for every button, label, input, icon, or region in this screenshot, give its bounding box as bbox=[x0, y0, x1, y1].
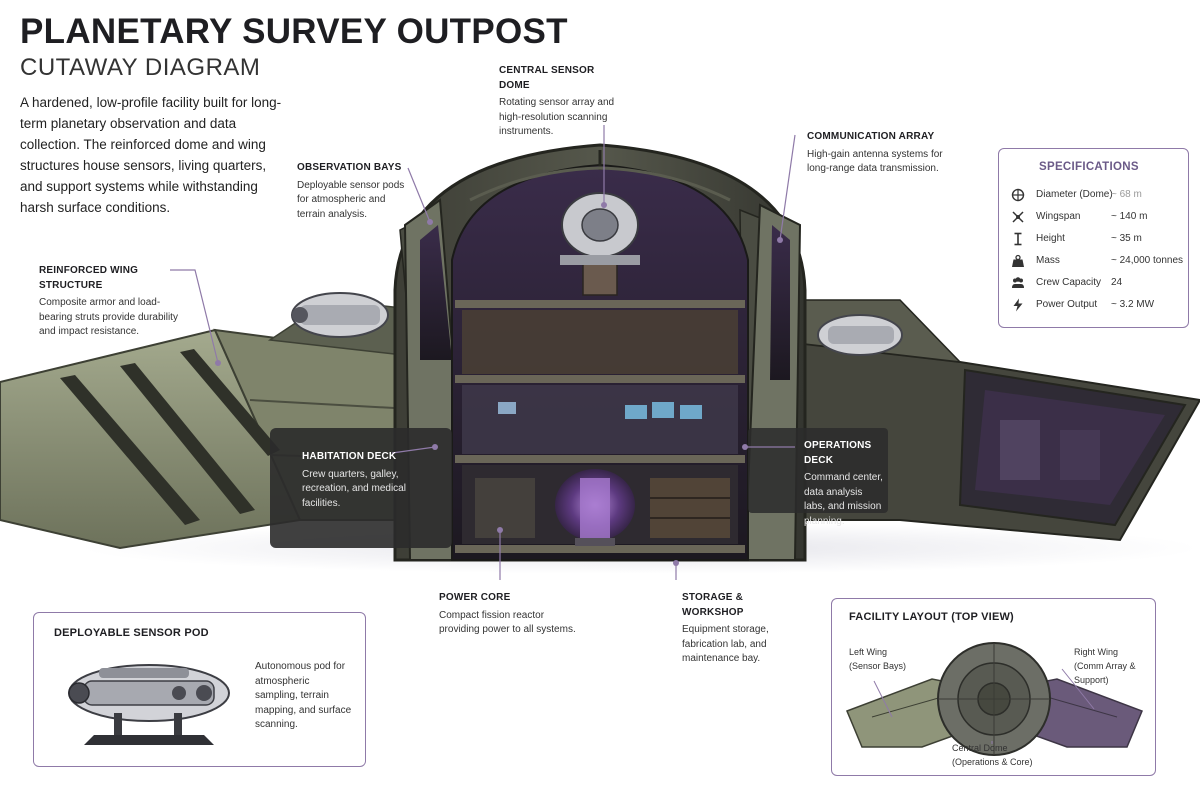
facility-layout-title: FACILITY LAYOUT (TOP VIEW) bbox=[849, 611, 1014, 623]
rotating-sensor-array bbox=[560, 192, 640, 296]
callout-title: OBSERVATION BAYS bbox=[297, 162, 402, 173]
central-dome bbox=[393, 143, 807, 562]
spec-value: ~ 140 m bbox=[1111, 211, 1148, 222]
right-observation-pod bbox=[817, 314, 903, 356]
sensor-pod-illustration bbox=[68, 664, 230, 745]
callout-text: High-gain antenna systems for long-range… bbox=[807, 148, 943, 175]
spec-value: ~ 3.2 MW bbox=[1111, 299, 1155, 310]
operations-callout-panel bbox=[748, 428, 888, 513]
facility-top-view-illustration bbox=[846, 642, 1143, 756]
callout-text: Deployable sensor pods for atmospheric a… bbox=[297, 179, 405, 220]
crew-icon bbox=[1012, 277, 1024, 288]
callout-operations-deck: OPERATIONS DECK Command center, data ana… bbox=[804, 439, 886, 529]
callout-title: POWER CORE bbox=[439, 592, 511, 603]
spec-value: 24 bbox=[1111, 277, 1123, 288]
intro-text: A hardened, low-profile facility built f… bbox=[20, 95, 282, 215]
callout-power-core: POWER CORE Compact fission reactor provi… bbox=[439, 591, 579, 638]
callout-observation-bays: OBSERVATION BAYS Deployable sensor pods … bbox=[297, 161, 412, 222]
page-title: PLANETARY SURVEY OUTPOST bbox=[20, 12, 568, 51]
sensor-pod-description: Autonomous pod for atmospheric sampling,… bbox=[255, 661, 352, 730]
spec-label: Crew Capacity bbox=[1036, 277, 1102, 288]
spec-label: Power Output bbox=[1036, 299, 1098, 310]
callout-central-sensor-dome: CENTRAL SENSOR DOME Rotating sensor arra… bbox=[499, 64, 617, 140]
callout-habitation-deck: HABITATION DECK Crew quarters, galley, r… bbox=[302, 450, 412, 511]
callout-storage-workshop: STORAGE & WORKSHOP Equipment storage, fa… bbox=[682, 591, 802, 667]
wingspan-icon bbox=[1012, 211, 1024, 223]
callout-title: HABITATION DECK bbox=[302, 451, 397, 462]
sensor-pod-panel: DEPLOYABLE SENSOR POD Autonomous pod for… bbox=[33, 612, 366, 767]
callout-title: STORAGE & WORKSHOP bbox=[682, 592, 744, 618]
callout-title: CENTRAL SENSOR DOME bbox=[499, 65, 595, 91]
callout-text: Composite armor and load-bearing struts … bbox=[39, 297, 178, 337]
spec-row-crew: Crew Capacity 24 bbox=[999, 273, 1190, 293]
callout-text: Crew quarters, galley, recreation, and m… bbox=[302, 468, 406, 509]
outpost-cutaway-illustration bbox=[0, 125, 1200, 580]
leader-dots bbox=[215, 202, 783, 566]
leader-lines bbox=[170, 125, 796, 580]
lightning-icon bbox=[1013, 298, 1023, 312]
callout-title: OPERATIONS DECK bbox=[804, 440, 872, 466]
spec-label: Mass bbox=[1036, 255, 1060, 266]
callout-reinforced-wing: REINFORCED WING STRUCTURE Composite armo… bbox=[39, 264, 179, 340]
spec-value: ~ 24,000 tonnes bbox=[1111, 255, 1184, 266]
callout-text: Command center, data analysis labs, and … bbox=[804, 472, 883, 527]
weight-icon bbox=[1012, 254, 1024, 267]
specifications-panel: SPECIFICATIONS Diameter (Dome) ~ 68 m Wi… bbox=[998, 148, 1189, 328]
layout-label-central-dome: Central Dome (Operations & Core) bbox=[952, 743, 1033, 767]
power-core-reactor bbox=[555, 469, 635, 546]
callout-communication-array: COMMUNICATION ARRAY High-gain antenna sy… bbox=[807, 130, 945, 177]
height-icon bbox=[1014, 232, 1022, 246]
sensor-pod-title: DEPLOYABLE SENSOR POD bbox=[54, 627, 209, 639]
spec-row-height: Height ~ 35 m bbox=[999, 229, 1190, 249]
callout-text: Equipment storage, fabrication lab, and … bbox=[682, 624, 769, 664]
spec-label: Height bbox=[1036, 233, 1065, 244]
spec-row-mass: Mass ~ 24,000 tonnes bbox=[999, 251, 1190, 271]
spec-row-power: Power Output ~ 3.2 MW bbox=[999, 295, 1190, 315]
callout-title: REINFORCED WING STRUCTURE bbox=[39, 265, 139, 291]
callout-text: Compact fission reactor providing power … bbox=[439, 609, 576, 636]
deck-floor-2 bbox=[455, 375, 745, 383]
page-subtitle: CUTAWAY DIAGRAM bbox=[20, 54, 261, 81]
facility-layout-panel: FACILITY LAYOUT (TOP VIEW) Left Wing (Se… bbox=[831, 598, 1156, 776]
deck-floor-1 bbox=[455, 300, 745, 308]
callout-title: COMMUNICATION ARRAY bbox=[807, 131, 935, 142]
spec-value: ~ 68 m bbox=[1111, 189, 1142, 200]
spec-row-wingspan: Wingspan ~ 140 m bbox=[999, 207, 1190, 227]
spec-label: Wingspan bbox=[1036, 211, 1081, 222]
deck-floor-4 bbox=[455, 545, 745, 553]
habitation-callout-panel bbox=[270, 428, 452, 548]
layout-label-right-wing: Right Wing (Comm Array & Support) bbox=[1074, 647, 1136, 685]
spec-label: Diameter (Dome) bbox=[1036, 189, 1113, 200]
specifications-title: SPECIFICATIONS bbox=[1039, 161, 1139, 173]
spec-row-diameter: Diameter (Dome) ~ 68 m bbox=[999, 185, 1190, 205]
diameter-icon bbox=[1011, 188, 1025, 202]
layout-label-left-wing: Left Wing (Sensor Bays) bbox=[849, 647, 907, 671]
spec-value: ~ 35 m bbox=[1111, 233, 1142, 244]
deck-floor-3 bbox=[455, 455, 745, 463]
left-observation-pod bbox=[291, 292, 389, 338]
callout-text: Rotating sensor array and high-resolutio… bbox=[499, 97, 615, 137]
